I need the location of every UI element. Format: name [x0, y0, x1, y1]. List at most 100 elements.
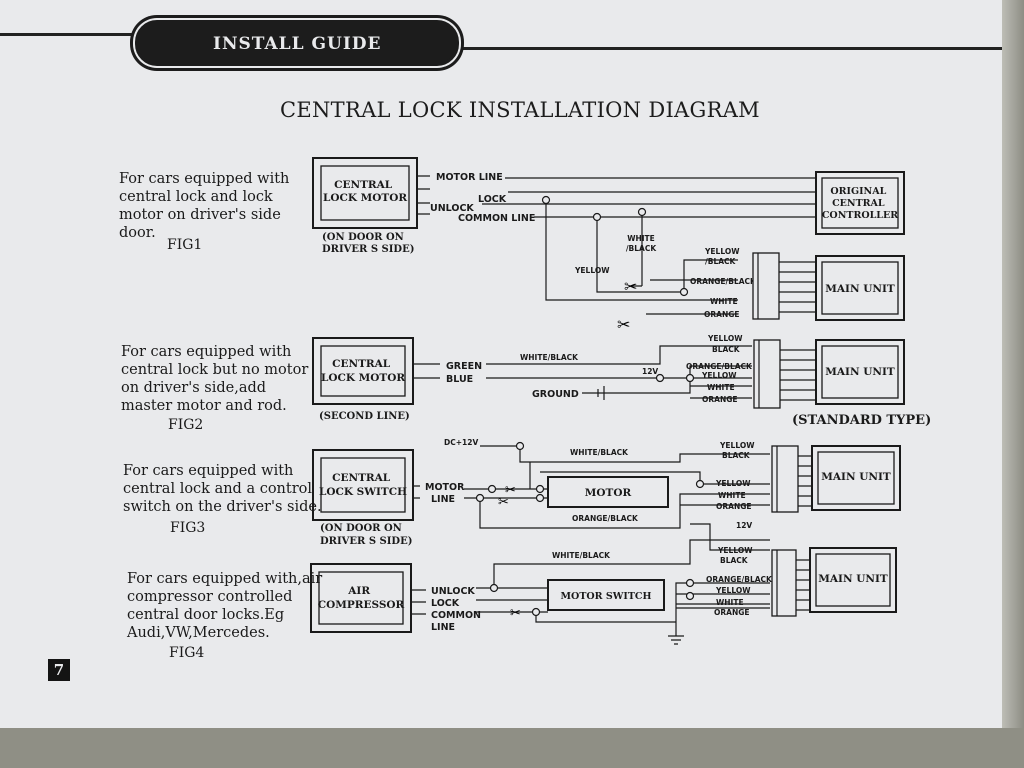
fig2-left-box-label: CENTRAL LOCK MOTOR: [321, 358, 405, 384]
fig3-description: For cars equipped with central lock and …: [123, 463, 322, 515]
fig2-left-box-inner: [320, 345, 406, 397]
fig3-label-orange: ORANGE: [716, 502, 752, 511]
fig1-junction: [679, 287, 689, 297]
fig4-motor-switch-label: MOTOR SWITCH: [561, 591, 652, 602]
fig2-label: FIG2: [168, 417, 204, 433]
fig1-left-box-inner: [320, 165, 410, 221]
fig4-wire-line: LINE: [431, 622, 455, 633]
fig1-left-caption: (ON DOOR ON DRIVER S SIDE): [322, 232, 414, 255]
fig3-wires: [464, 445, 770, 529]
fig2-label-12v: 12V: [642, 367, 658, 376]
fig3-label-orange-black: ORANGE/BLACK: [572, 514, 639, 523]
fig2-standard-type-note: (STANDARD TYPE): [792, 413, 931, 428]
fig2-left-caption: (SECOND LINE): [319, 411, 410, 422]
fig2-label-ground: GROUND: [532, 389, 579, 400]
fig3-left-caption: (ON DOOR ON DRIVER S SIDE): [320, 523, 412, 547]
fig2-label-orange-black: ORANGE/BLACK: [686, 362, 753, 371]
fig4-label-yellow-2: YELLOW: [715, 586, 751, 595]
fig1-left-box: [312, 157, 418, 229]
fig4-label-orange: ORANGE: [714, 608, 750, 617]
fig1-label-white: WHITE: [710, 297, 738, 306]
fig3-main-unit-label: MAIN UNIT: [821, 471, 891, 483]
fig4-left-box-label: AIR COMPRESSOR: [318, 585, 405, 611]
fig3-label-white: WHITE: [718, 491, 746, 500]
fig1-main-unit-inner: [821, 261, 899, 315]
scissors-icon: ✂: [505, 483, 516, 498]
fig3-label-black: BLACK: [722, 451, 751, 460]
fig1-wires: [482, 177, 816, 218]
fig1-label: FIG1: [167, 237, 203, 253]
fig4-label: FIG4: [169, 645, 205, 661]
fig4-description: For cars equipped with,air compressor co…: [127, 571, 323, 641]
fig2-wires: [486, 345, 752, 379]
scissors-icon: ✂: [617, 315, 630, 334]
fig4-left-box-inner: [318, 571, 404, 625]
fig3-label-dc12v: DC+12V: [444, 438, 478, 447]
fig4-label-black: BLACK: [720, 556, 749, 565]
fig2-main-unit-inner: [821, 345, 899, 399]
scissors-icon: ✂: [498, 495, 509, 510]
fig2-wire-green: GREEN: [446, 361, 482, 372]
background-surface: [0, 728, 1024, 768]
fig1-connector-pins: [757, 253, 816, 319]
fig2-label-white-black: WHITE/BLACK: [520, 353, 579, 362]
fig1-left-box-label: CENTRAL LOCK MOTOR: [323, 179, 407, 204]
fig4-left-box: [310, 563, 412, 633]
fig4-main-unit-label: MAIN UNIT: [818, 573, 888, 585]
header-rule-left: [0, 33, 140, 36]
fig2-stubs: [413, 363, 440, 379]
fig1-stubs: [417, 175, 430, 215]
fig4-wire-lock: LOCK: [431, 598, 460, 609]
fig1-junction: [637, 207, 647, 217]
fig2-junction: [655, 373, 665, 383]
fig4-junction: [489, 583, 499, 593]
fig2-diagram: CENTRAL LOCK MOTOR (SECOND LINE) GREEN B…: [312, 334, 931, 428]
fig2-label-black: BLACK: [712, 345, 741, 354]
fig4-junction: [531, 607, 541, 617]
fig4-wires: [476, 523, 770, 645]
fig4-label-white-black: WHITE/BLACK: [552, 551, 611, 560]
fig4-motor-switch-box: [547, 579, 665, 611]
fig1-controller-label: ORIGINAL CENTRAL CONTROLLER: [822, 186, 898, 221]
fig1-diagram: CENTRAL LOCK MOTOR (ON DOOR ON DRIVER S …: [312, 157, 905, 334]
header-title: INSTALL GUIDE: [213, 34, 382, 54]
fig3-motor-box: [547, 476, 669, 508]
fig3-junction: [535, 484, 545, 494]
fig2-label-white: WHITE: [707, 383, 735, 392]
fig4-connector-pins: [776, 550, 810, 616]
page-edge-shadow: [1002, 0, 1024, 768]
fig3-diagram: CENTRAL LOCK SWITCH (ON DOOR ON DRIVER S…: [312, 438, 901, 547]
fig1-connector: [752, 252, 780, 320]
fig2-connector-pins: [758, 340, 816, 408]
fig1-junction: [541, 195, 551, 205]
fig4-junction: [685, 591, 695, 601]
fig4-wire-common: COMMON: [431, 610, 481, 621]
fig4-label-orange-black: ORANGE/BLACK: [706, 575, 773, 584]
fig1-label-orange-black: ORANGE/BLACK: [690, 277, 757, 286]
diagram-title: CENTRAL LOCK INSTALLATION DIAGRAM: [280, 98, 760, 122]
fig1-description: For cars equipped with central lock and …: [119, 171, 290, 241]
fig4-connector: [771, 549, 797, 617]
fig2-wire-blue: BLUE: [446, 374, 473, 385]
fig2-main-unit-box: [815, 339, 905, 405]
fig2-description: For cars equipped with central lock but …: [121, 344, 309, 414]
fig3-main-unit-box: [811, 445, 901, 511]
fig1-wire-common-line: COMMON LINE: [458, 213, 535, 224]
fig3-label-yellow: YELLOW: [719, 441, 755, 450]
fig3-connector-pins: [776, 446, 812, 512]
fig2-label-yellow: YELLOW: [707, 334, 743, 343]
fig1-label-yellow: YELLOW: [574, 266, 610, 275]
fig1-controller-box: [815, 171, 905, 235]
scissors-icon: ✂: [624, 277, 637, 296]
fig1-wire-motor-line: MOTOR LINE: [436, 172, 503, 183]
fig4-label-white: WHITE: [716, 598, 744, 607]
fig1-branch-wires: [545, 203, 738, 315]
fig3-label-white-black: WHITE/BLACK: [570, 448, 629, 457]
fig3-junction: [475, 493, 485, 503]
fig3-left-box: [312, 449, 414, 521]
fig3-junction: [487, 484, 497, 494]
fig4-wire-unlock: UNLOCK: [431, 586, 475, 597]
fig3-junction: [695, 479, 705, 489]
fig1-junction: [592, 212, 602, 222]
